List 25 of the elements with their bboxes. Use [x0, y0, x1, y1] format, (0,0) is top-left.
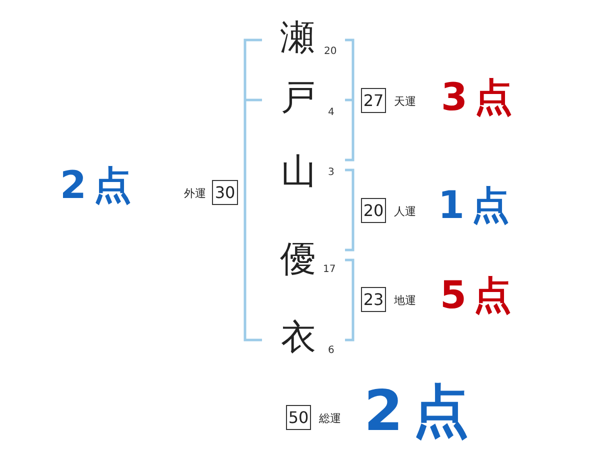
score-text: 1点 — [438, 186, 516, 224]
score-text: 5点 — [440, 276, 518, 314]
count-box: 23 — [361, 287, 386, 312]
name-character: 山 — [281, 155, 316, 190]
stroke-count: 17 — [323, 265, 336, 275]
count-box: 20 — [361, 198, 386, 223]
name-character: 衣 — [281, 321, 316, 356]
name-character: 優 — [280, 242, 316, 278]
fortune-label: 天運 — [394, 96, 416, 106]
fortune-label: 外運 — [184, 188, 206, 198]
count-box: 30 — [212, 180, 238, 205]
stroke-count: 3 — [328, 168, 334, 178]
score-text: 3点 — [441, 78, 520, 116]
score-text: 2点 — [364, 384, 480, 440]
fortune-label: 人運 — [394, 206, 416, 216]
stroke-count: 20 — [324, 47, 337, 57]
name-character: 瀬 — [280, 21, 315, 56]
stroke-count: 6 — [328, 346, 334, 356]
stroke-count: 4 — [328, 108, 334, 118]
count-box: 27 — [361, 88, 386, 113]
name-character: 戸 — [281, 81, 316, 116]
count-box: 50 — [286, 405, 311, 430]
fortune-label: 地運 — [394, 294, 416, 306]
fortune-label: 総運 — [319, 412, 341, 424]
score-text: 2点 — [60, 166, 138, 204]
